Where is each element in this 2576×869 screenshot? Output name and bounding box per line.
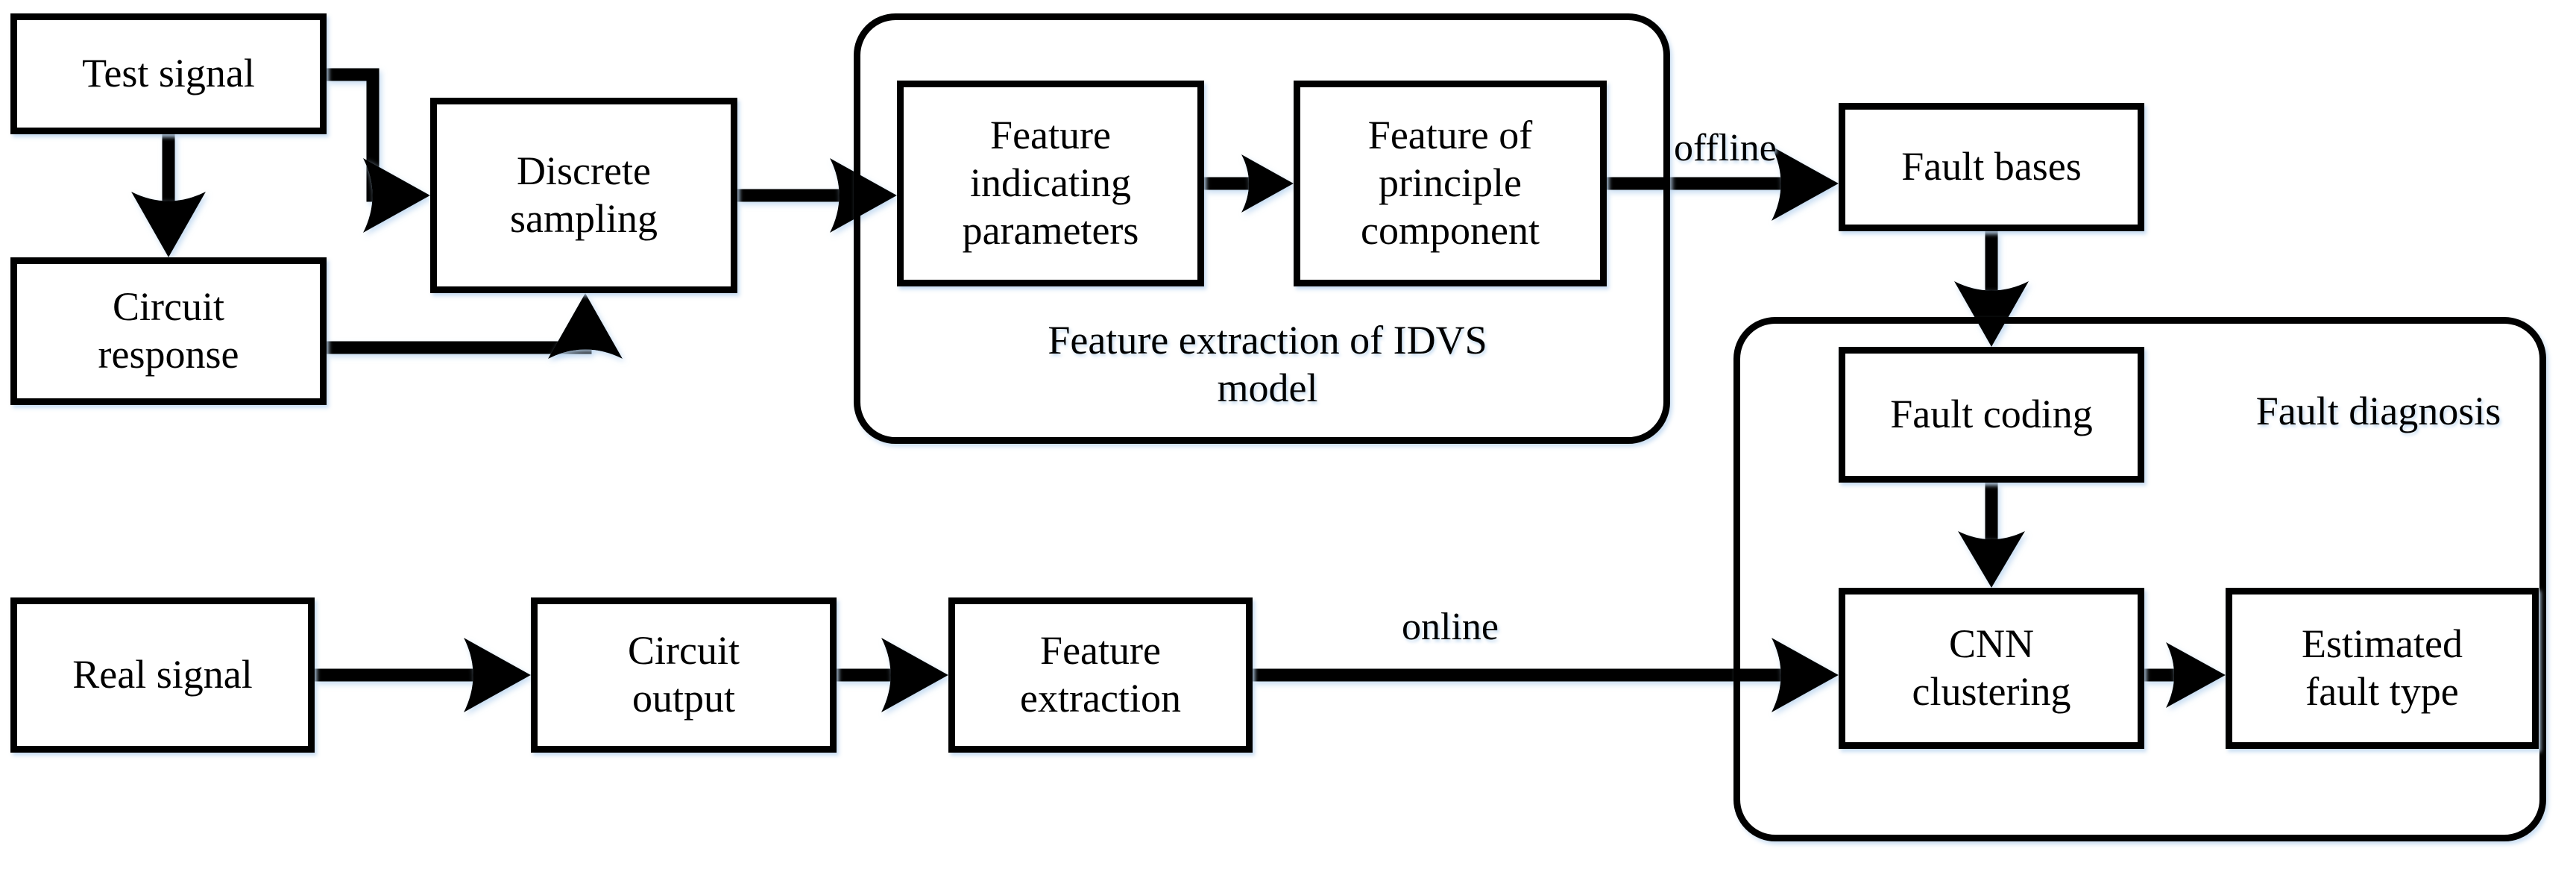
arrowhead-down [1958,531,2025,588]
edge-label-online: online [1402,606,1499,648]
node-fault-bases[interactable]: Fault bases [1839,103,2144,231]
arrowhead-group [131,146,2226,712]
arrowhead-right [1772,638,1839,712]
arrowhead-right [1772,146,1839,221]
arrowhead-up [548,293,623,359]
node-estimated-fault-type[interactable]: Estimated fault type [2226,588,2539,749]
arrowhead-right [363,158,430,233]
arrowhead-right [881,638,948,712]
group-label-idvs-model: Feature extraction of IDVS model [1048,318,1487,410]
edge-label-offline: offline [1674,127,1777,169]
node-circuit-output[interactable]: Circuit output [531,597,837,753]
node-fault-coding[interactable]: Fault coding [1839,347,2144,483]
group-fault-diagnosis [1733,317,2546,841]
arrowhead-right [464,638,531,712]
node-feature-of-principle-component[interactable]: Feature of principle component [1294,81,1607,286]
node-real-signal[interactable]: Real signal [10,597,315,753]
group-feature-extraction-idvs-model [854,13,1670,444]
node-feature-indicating-parameters[interactable]: Feature indicating parameters [897,81,1204,286]
node-discrete-sampling[interactable]: Discrete sampling [430,98,737,293]
group-label-fault-diagnosis: Fault diagnosis [2255,389,2501,433]
node-test-signal[interactable]: Test signal [10,13,327,134]
arrowhead-right [2166,642,2226,708]
arrowhead-right [830,158,897,233]
arrowhead-down [131,192,206,257]
node-cnn-clustering[interactable]: CNN clustering [1839,588,2144,749]
arrowhead-right [1241,154,1294,213]
node-feature-extraction[interactable]: Feature extraction [948,597,1253,753]
arrowhead-down [1954,281,2029,347]
node-circuit-response[interactable]: Circuit response [10,257,327,405]
